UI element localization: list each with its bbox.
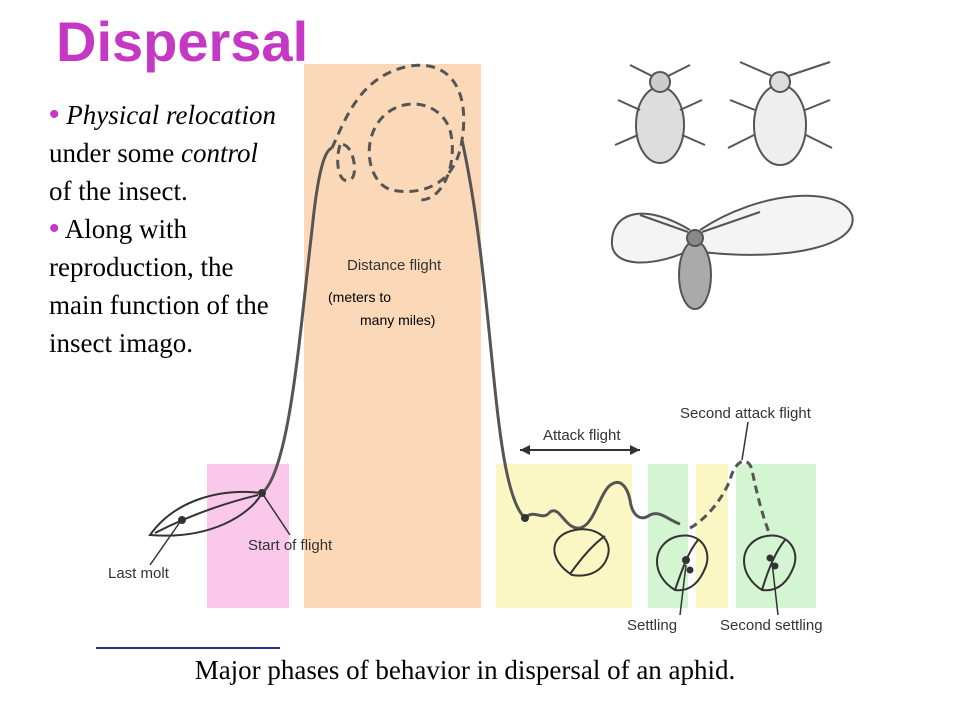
bullet-text-part: under some (49, 138, 181, 168)
second-settling-pointer (771, 561, 779, 616)
attack-start-point (521, 514, 529, 522)
second-attack-band (696, 464, 728, 608)
bullet-list: • Physical relocation under some control… (49, 96, 279, 362)
descent-path (460, 139, 527, 520)
bullet-text-part: control (180, 138, 258, 168)
last-molt-pointer (149, 521, 181, 566)
settling-label: Settling (627, 617, 677, 634)
attack-flight-label: Attack flight (543, 427, 621, 444)
distance-flight-loops (330, 63, 466, 202)
slide-title: Dispersal (56, 10, 309, 73)
bullet-dot-icon: • (49, 98, 60, 131)
arrow-left-icon (520, 445, 530, 455)
start-pointer (261, 492, 291, 536)
start-phase-band (207, 464, 289, 608)
bullet-item-1: • Physical relocation under some control… (49, 96, 279, 210)
attack-leaf-icon (553, 528, 610, 577)
attack-path (523, 481, 681, 530)
settling-leaf-icon (656, 534, 709, 592)
figure-caption: Major phases of behavior in dispersal of… (194, 655, 736, 685)
bullet-2-text: Along with reproduction, the main functi… (49, 214, 269, 358)
bullet-1-text: Physical relocation under some control o… (49, 100, 276, 206)
start-of-flight-label: Start of flight (248, 537, 333, 554)
distance-flight-band (304, 64, 481, 608)
last-molt-label: Last molt (108, 565, 170, 582)
bullet-text-part: Physical relocation (66, 100, 276, 130)
second-attack-path (689, 459, 772, 536)
distance-flight-label: Distance flight (347, 257, 442, 274)
second-attack-pointer (741, 421, 749, 461)
settling-pointer (679, 564, 687, 616)
flight-path (260, 146, 333, 495)
arrow-right-icon (630, 445, 640, 455)
bullet-text-part: Along with reproduction, the main functi… (49, 214, 269, 358)
meters-label-line1: (meters to (328, 289, 391, 305)
bullet-text-part: of the insect. (49, 176, 188, 206)
bullet-item-2: • Along with reproduction, the main func… (49, 210, 279, 362)
meters-label-line2: many miles) (360, 312, 435, 328)
second-settling-label: Second settling (720, 617, 823, 634)
aphid-wingless-alt-icon (727, 61, 833, 166)
aphid-winged-icon (610, 194, 854, 310)
aphid-wingless-icon (614, 64, 706, 164)
second-attack-flight-label: Second attack flight (680, 405, 812, 422)
bullet-dot-icon: • (49, 212, 60, 245)
